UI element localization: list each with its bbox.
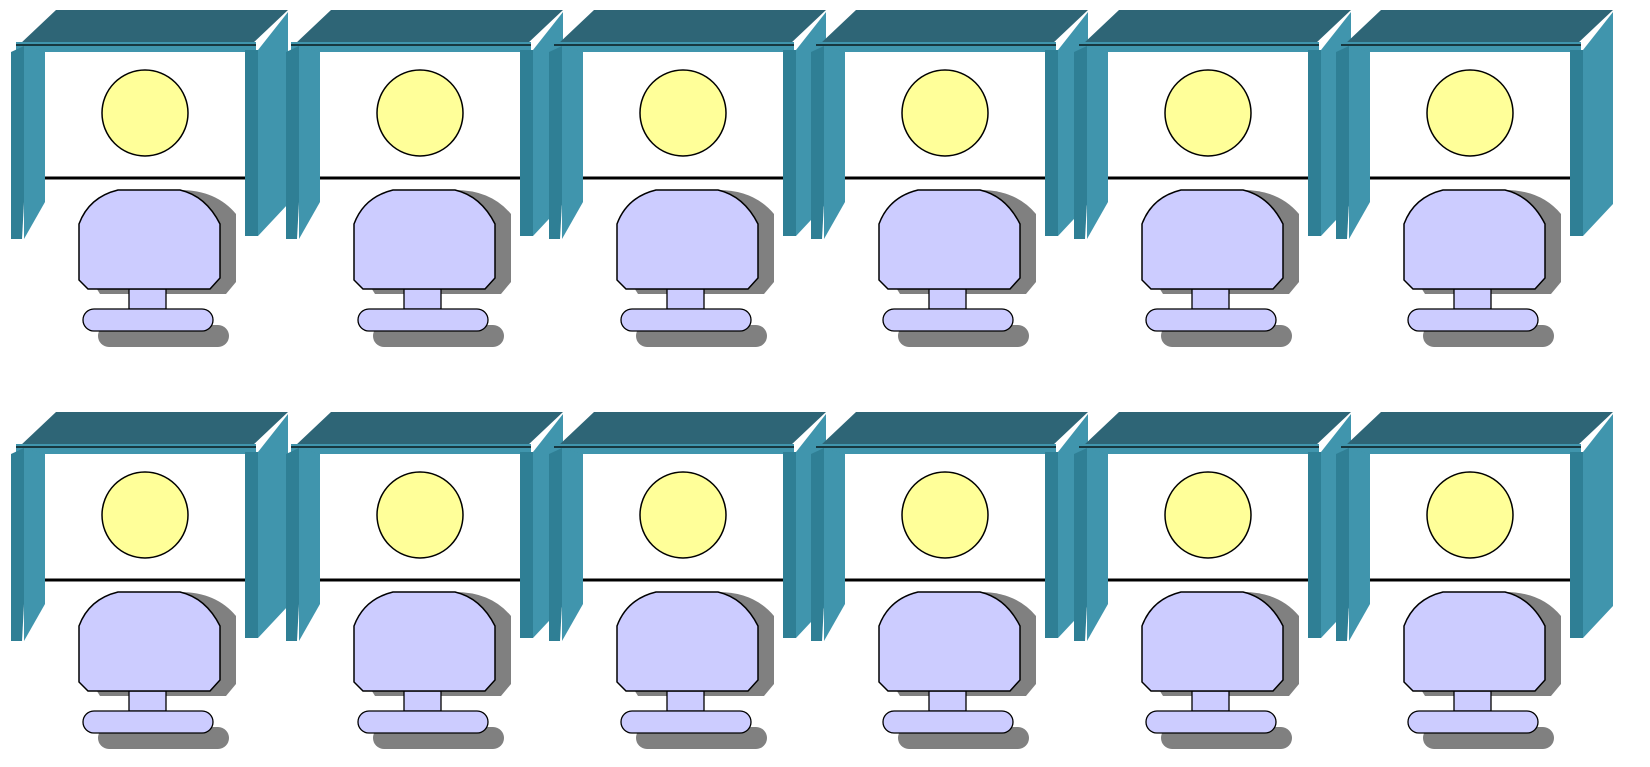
computer-monitor-icon (1142, 592, 1283, 691)
computer-monitor-icon (1142, 190, 1283, 289)
person-head-icon (377, 70, 463, 156)
cubicle (811, 412, 1088, 749)
cubicle (1074, 10, 1351, 347)
computer-monitor-icon (879, 592, 1020, 691)
cubicle (1074, 412, 1351, 749)
person-head-icon (1165, 472, 1251, 558)
keyboard-icon (1146, 309, 1276, 331)
person-head-icon (640, 70, 726, 156)
keyboard-icon (1408, 309, 1538, 331)
cubicle (549, 412, 826, 749)
computer-monitor-icon (354, 592, 495, 691)
keyboard-icon (358, 309, 488, 331)
computer-monitor-icon (354, 190, 495, 289)
keyboard-icon (621, 711, 751, 733)
cubicle (1336, 10, 1613, 347)
keyboard-icon (621, 309, 751, 331)
computer-monitor-icon (1404, 190, 1545, 289)
person-head-icon (102, 70, 188, 156)
person-head-icon (1427, 472, 1513, 558)
cubicle (286, 412, 563, 749)
keyboard-icon (83, 711, 213, 733)
person-head-icon (377, 472, 463, 558)
person-head-icon (902, 70, 988, 156)
computer-monitor-icon (879, 190, 1020, 289)
computer-monitor-icon (617, 592, 758, 691)
cubicle (811, 10, 1088, 347)
person-head-icon (1165, 70, 1251, 156)
cubicle (549, 10, 826, 347)
person-head-icon (102, 472, 188, 558)
computer-monitor-icon (617, 190, 758, 289)
computer-monitor-icon (79, 190, 220, 289)
keyboard-icon (358, 711, 488, 733)
person-head-icon (1427, 70, 1513, 156)
keyboard-icon (1146, 711, 1276, 733)
cubicle (286, 10, 563, 347)
keyboard-icon (1408, 711, 1538, 733)
keyboard-icon (883, 711, 1013, 733)
person-head-icon (640, 472, 726, 558)
cubicle (11, 10, 288, 347)
cubicles-layer (11, 10, 1613, 749)
computer-monitor-icon (79, 592, 220, 691)
cubicle (11, 412, 288, 749)
person-head-icon (902, 472, 988, 558)
computer-monitor-icon (1404, 592, 1545, 691)
keyboard-icon (883, 309, 1013, 331)
keyboard-icon (83, 309, 213, 331)
cubicle (1336, 412, 1613, 749)
